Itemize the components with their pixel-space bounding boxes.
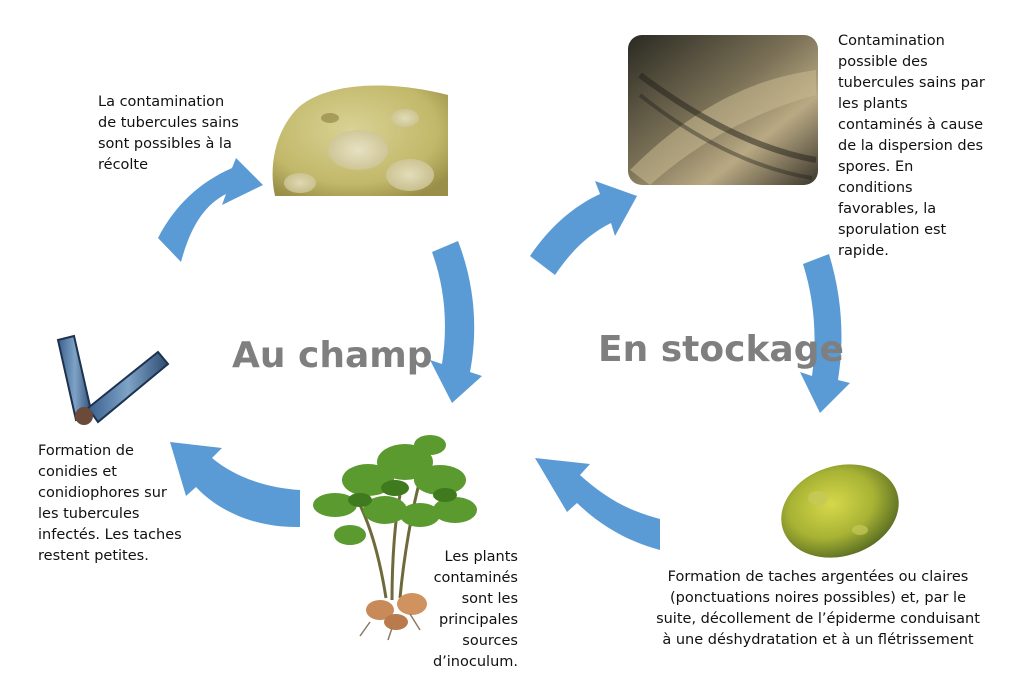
arrow-to-plant: [535, 458, 660, 550]
spots-caption: Formation de taches argentées ou claires…: [656, 569, 980, 648]
arrow-to-harvest: [158, 158, 263, 262]
arrow-to-conidia: [170, 442, 300, 528]
storage-heading: En stockage: [598, 329, 844, 370]
arrow-to-storage: [530, 181, 637, 275]
harvest-caption: La contamination de tubercules sains son…: [98, 94, 239, 173]
storage-caption: Contamination possible des tubercules sa…: [838, 33, 985, 259]
plants-caption: Les plants contaminés sont les principal…: [432, 549, 518, 670]
storage-pile-icon: [628, 35, 818, 185]
cycle-arrows: [158, 158, 850, 550]
green-infected-tuber-icon: [781, 464, 899, 558]
arrow-field-down: [430, 241, 482, 403]
conidiophore-sprouts-icon: [56, 334, 170, 425]
infected-tuber-closeup-icon: [272, 85, 448, 196]
potato-plant-icon: [313, 435, 477, 641]
conidia-caption: Formation de conidies et conidiophores s…: [38, 443, 182, 564]
field-heading: Au champ: [232, 335, 433, 376]
arrow-storage-down: [800, 254, 850, 413]
